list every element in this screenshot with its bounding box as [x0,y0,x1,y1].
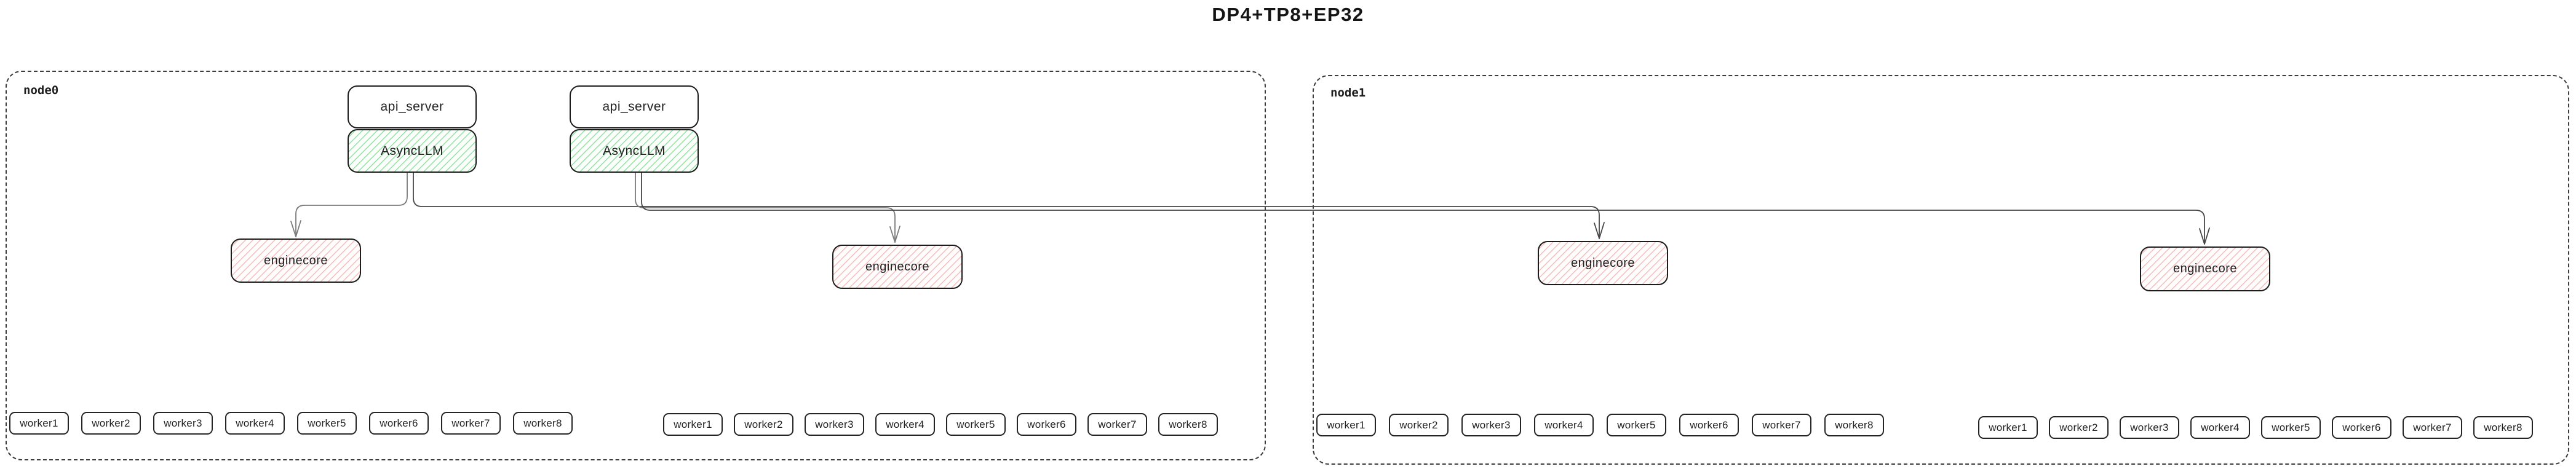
worker-box: worker1 [1316,414,1376,436]
worker-box: worker6 [2332,416,2391,439]
worker-box: worker2 [81,412,141,435]
enginecore-2-box: enginecore [832,245,963,289]
worker-box: worker4 [875,413,935,436]
worker-box: worker7 [2403,416,2462,439]
worker-box: worker7 [1752,414,1811,436]
node1-worker-group-b: worker1 worker2 worker3 worker4 worker5 … [1978,416,2533,439]
worker-box: worker8 [1824,414,1884,436]
enginecore-3-box: enginecore [1538,241,1668,285]
worker-box: worker8 [513,412,573,435]
worker-box: worker1 [1978,416,2038,439]
node1-group-box [1313,75,2569,465]
api-server-1-box: api_server [348,85,477,128]
enginecore-1-box: enginecore [231,238,361,283]
worker-box: worker8 [1158,413,1218,436]
api-server-2-box: api_server [570,85,699,128]
worker-box: worker5 [946,413,1006,436]
worker-box: worker1 [663,413,723,436]
worker-box: worker6 [369,412,429,435]
worker-box: worker6 [1679,414,1739,436]
worker-box: worker6 [1017,413,1076,436]
worker-box: worker4 [2190,416,2250,439]
worker-box: worker3 [805,413,864,436]
worker-box: worker7 [1087,413,1147,436]
worker-box: worker3 [1461,414,1521,436]
worker-box: worker1 [9,412,69,435]
worker-box: worker5 [297,412,357,435]
worker-box: worker3 [2120,416,2179,439]
diagram-title: DP4+TP8+EP32 [1212,4,1364,25]
node0-worker-group-b: worker1 worker2 worker3 worker4 worker5 … [663,413,1218,436]
node1-label: node1 [1330,86,1366,100]
node0-label: node0 [23,84,59,97]
worker-box: worker2 [1389,414,1449,436]
asyncllm-2-box: AsyncLLM [570,129,699,173]
worker-box: worker5 [1607,414,1666,436]
worker-box: worker4 [225,412,285,435]
worker-box: worker2 [2049,416,2109,439]
worker-box: worker4 [1534,414,1594,436]
node1-worker-group-a: worker1 worker2 worker3 worker4 worker5 … [1316,414,1884,436]
node0-group-box [6,71,1266,460]
asyncllm-1-box: AsyncLLM [348,129,477,173]
node0-worker-group-a: worker1 worker2 worker3 worker4 worker5 … [9,412,573,435]
enginecore-4-box: enginecore [2140,246,2270,291]
worker-box: worker5 [2261,416,2321,439]
worker-box: worker2 [734,413,793,436]
worker-box: worker3 [153,412,213,435]
worker-box: worker7 [441,412,501,435]
worker-box: worker8 [2473,416,2533,439]
